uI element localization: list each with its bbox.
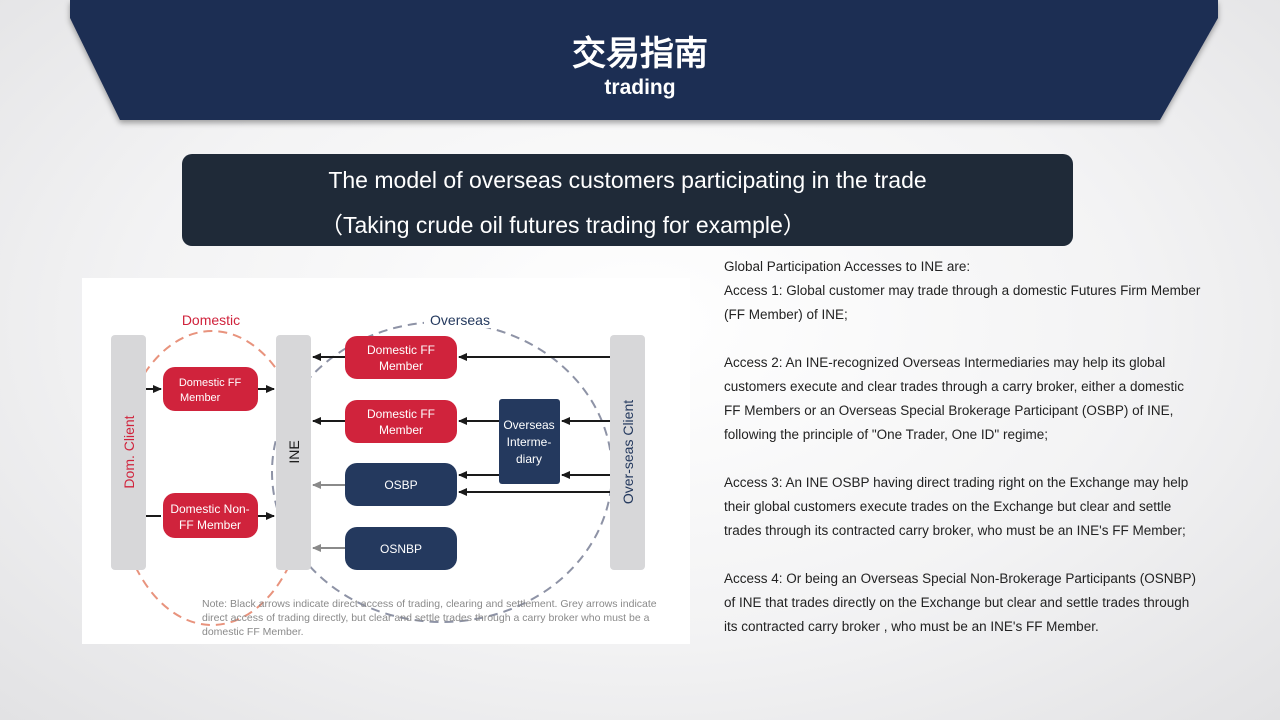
- section-title-line2: （Taking crude oil futures trading for ex…: [320, 212, 806, 238]
- dom-client-column: [111, 335, 146, 570]
- access-description: Global Participation Accesses to INE are…: [724, 255, 1204, 639]
- osbp-label: OSBP: [384, 478, 417, 492]
- domestic-ff-member-2-line1: Domestic FF: [367, 407, 435, 421]
- overseas-client-label: Over-seas Client: [620, 400, 636, 504]
- domestic-non-ff-member-line1: Domestic Non-: [170, 502, 249, 516]
- domestic-ff-member-left-line1: Domestic FF: [179, 377, 242, 389]
- section-title-line1: The model of overseas customers particip…: [328, 167, 927, 193]
- domestic-non-ff-member-line2: FF Member: [179, 518, 241, 532]
- dom-client-label: Dom. Client: [121, 415, 137, 488]
- overseas-intermediary-line3: diary: [516, 452, 542, 466]
- access-4-text: Access 4: Or being an Overseas Special N…: [724, 571, 1196, 634]
- participation-diagram: Domestic Overseas Dom. Client INE Over-s…: [82, 278, 690, 644]
- paragraph-gap: [724, 327, 1204, 351]
- header-banner-shape: [70, 0, 1218, 120]
- page-subtitle: trading: [604, 76, 676, 99]
- domestic-non-ff-member-box: [163, 493, 258, 538]
- ine-label: INE: [286, 440, 302, 463]
- domestic-ff-member-2-box: [345, 400, 457, 443]
- access-3-text: Access 3: An INE OSBP having direct trad…: [724, 475, 1189, 538]
- domestic-ff-member-2-line2: Member: [379, 423, 423, 437]
- access-2-text: Access 2: An INE-recognized Overseas Int…: [724, 355, 1184, 442]
- osbp-box: [345, 463, 457, 506]
- domestic-ff-member-1-box: [345, 336, 457, 379]
- domestic-ff-member-left-line2: Member: [180, 392, 221, 404]
- paragraph-gap: [724, 447, 1204, 471]
- ine-column: [276, 335, 311, 570]
- domestic-ff-member-left-box: [163, 367, 258, 411]
- domestic-ff-member-1-line1: Domestic FF: [367, 343, 435, 357]
- overseas-intermediary-line2: Interme-: [507, 435, 552, 449]
- paragraph-gap: [724, 543, 1204, 567]
- svg-text:Domestic FF: Domestic FF: [179, 377, 242, 389]
- domestic-label: Domestic: [182, 312, 240, 328]
- section-title-box: The model of overseas customers particip…: [182, 154, 1073, 246]
- access-1-text: Access 1: Global customer may trade thro…: [724, 283, 1201, 322]
- page-title: 交易指南: [572, 34, 708, 74]
- description-heading: Global Participation Accesses to INE are…: [724, 259, 971, 274]
- header-banner: 交易指南 trading: [0, 0, 1280, 130]
- overseas-intermediary-box: [499, 399, 560, 484]
- overseas-label: Overseas: [430, 312, 490, 328]
- diagram-note: Note: Black arrows indicate direct acces…: [202, 598, 657, 638]
- overseas-client-column: [610, 335, 645, 570]
- osnbp-label: OSNBP: [380, 542, 422, 556]
- overseas-intermediary-line1: Overseas: [503, 418, 554, 432]
- domestic-ff-member-1-line2: Member: [379, 359, 423, 373]
- osnbp-box: [345, 527, 457, 570]
